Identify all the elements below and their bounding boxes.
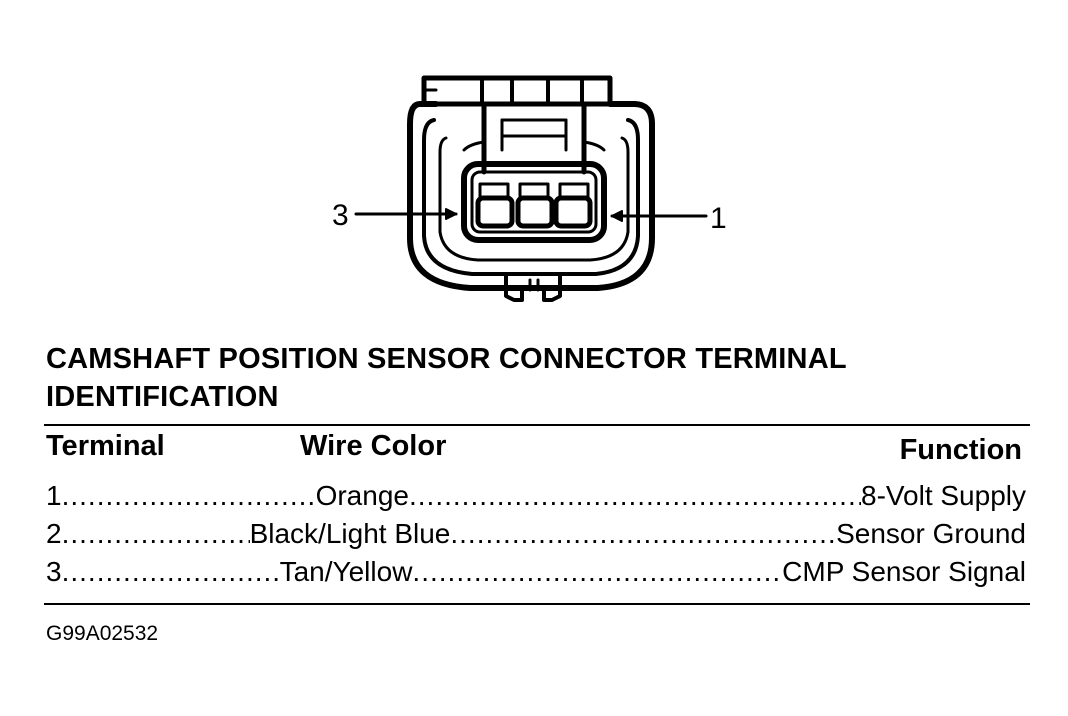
table-row: 2 Black/Light Blue Sensor Ground: [46, 518, 1026, 556]
callout-label-3: 3: [332, 199, 349, 232]
cell-terminal: 3: [46, 556, 62, 587]
terminal-3: [475, 182, 515, 229]
header-function: Function: [899, 434, 1022, 466]
bottom-latch: [504, 272, 562, 302]
cell-wire-color: Tan/Yellow: [279, 556, 413, 587]
leader-dots: [62, 518, 250, 550]
table-top-rule: [44, 424, 1030, 426]
connector-diagram: 3 1: [332, 75, 727, 302]
figure-title: CAMSHAFT POSITION SENSOR CONNECTOR TERMI…: [46, 340, 1026, 416]
terminal-table: 1 Orange 8-Volt Supply 2 Black/Light Blu…: [46, 480, 1026, 594]
cell-wire-color: Orange: [315, 480, 409, 511]
title-line-2: IDENTIFICATION: [46, 381, 279, 413]
leader-dots: [412, 556, 782, 588]
terminal-cavity: [461, 161, 607, 243]
leader-dots: [62, 480, 316, 512]
cell-terminal: 1: [46, 480, 62, 511]
leader-dots: [450, 518, 836, 550]
callout-leader-1: [610, 210, 708, 222]
table-row: 3 Tan/Yellow CMP Sensor Signal: [46, 556, 1026, 594]
callout-leader-3: [354, 208, 458, 220]
table-header: Terminal Wire Color Function: [46, 430, 1026, 470]
table-bottom-rule: [44, 603, 1030, 605]
locking-tab: [421, 75, 613, 175]
header-terminal: Terminal: [46, 430, 165, 462]
cell-function: 8-Volt Supply: [861, 480, 1026, 511]
leader-dots: [62, 556, 280, 588]
cell-function: CMP Sensor Signal: [782, 556, 1026, 587]
callout-label-1: 1: [710, 202, 727, 235]
cell-wire-color: Black/Light Blue: [249, 518, 451, 549]
figure-id: G99A02532: [46, 622, 159, 645]
table-row: 1 Orange 8-Volt Supply: [46, 480, 1026, 518]
connector-housing: [407, 101, 655, 291]
cell-terminal: 2: [46, 518, 62, 549]
cell-function: Sensor Ground: [836, 518, 1026, 549]
terminal-1: [553, 182, 593, 229]
leader-dots: [409, 480, 861, 512]
terminal-2: [515, 182, 555, 229]
title-line-1: CAMSHAFT POSITION SENSOR CONNECTOR TERMI…: [46, 343, 847, 375]
header-wire-color: Wire Color: [300, 430, 447, 462]
